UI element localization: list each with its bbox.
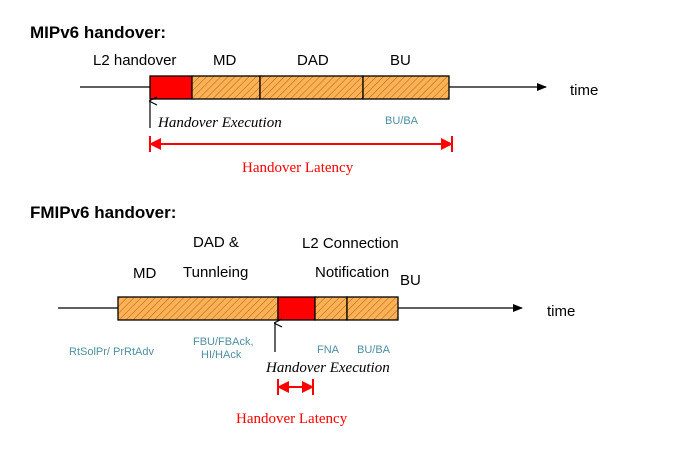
- fmipv6-heading: FMIPv6 handover:: [30, 203, 176, 222]
- mipv6-heading: MIPv6 handover:: [30, 23, 166, 42]
- fmipv6-md-dad-block: [117, 296, 279, 321]
- fmipv6-message-fbu-line1: FBU/FBAck,: [193, 336, 254, 348]
- mipv6-time-label: time: [570, 82, 598, 99]
- mipv6-label-md: MD: [213, 52, 236, 69]
- mipv6-l2-handover-block: [149, 75, 193, 100]
- mipv6-label-dad: DAD: [297, 52, 329, 69]
- fmipv6-bu-block: [346, 296, 399, 321]
- fmipv6-time-label: time: [547, 303, 575, 320]
- fmipv6-message-bu-ba: BU/BA: [357, 344, 391, 356]
- mipv6-handover-execution-label: Handover Execution: [157, 115, 282, 131]
- mipv6-md-block: [191, 75, 261, 100]
- fmipv6-message-fbu-line2: HI/HAck: [201, 349, 242, 361]
- fmipv6-handover-execution-label: Handover Execution: [265, 360, 390, 376]
- mipv6-label-bu: BU: [390, 52, 411, 69]
- fmipv6-l2-connection-block: [277, 296, 316, 321]
- fmipv6-label-md: MD: [133, 265, 156, 282]
- fmipv6-latency-label: Handover Latency: [236, 411, 348, 427]
- fmipv6-label-l2-line2: Notification: [315, 264, 389, 281]
- mipv6-latency-label: Handover Latency: [242, 160, 354, 176]
- mipv6-message-bu-ba: BU/BA: [385, 115, 419, 127]
- fmipv6-label-dad-line1: DAD &: [193, 234, 239, 251]
- mipv6-bu-block: [362, 75, 450, 100]
- fmipv6-label-bu: BU: [400, 272, 421, 289]
- fmipv6-label-dad-line2: Tunnleing: [183, 264, 248, 281]
- fmipv6-fna-block: [314, 296, 348, 321]
- mipv6-dad-block: [259, 75, 364, 100]
- mipv6-label-l2-handover: L2 handover: [93, 52, 176, 69]
- fmipv6-message-rtsolpr: RtSolPr/ PrRtAdv: [69, 346, 154, 358]
- fmipv6-message-fna: FNA: [317, 344, 340, 356]
- fmipv6-label-l2-line1: L2 Connection: [302, 235, 399, 252]
